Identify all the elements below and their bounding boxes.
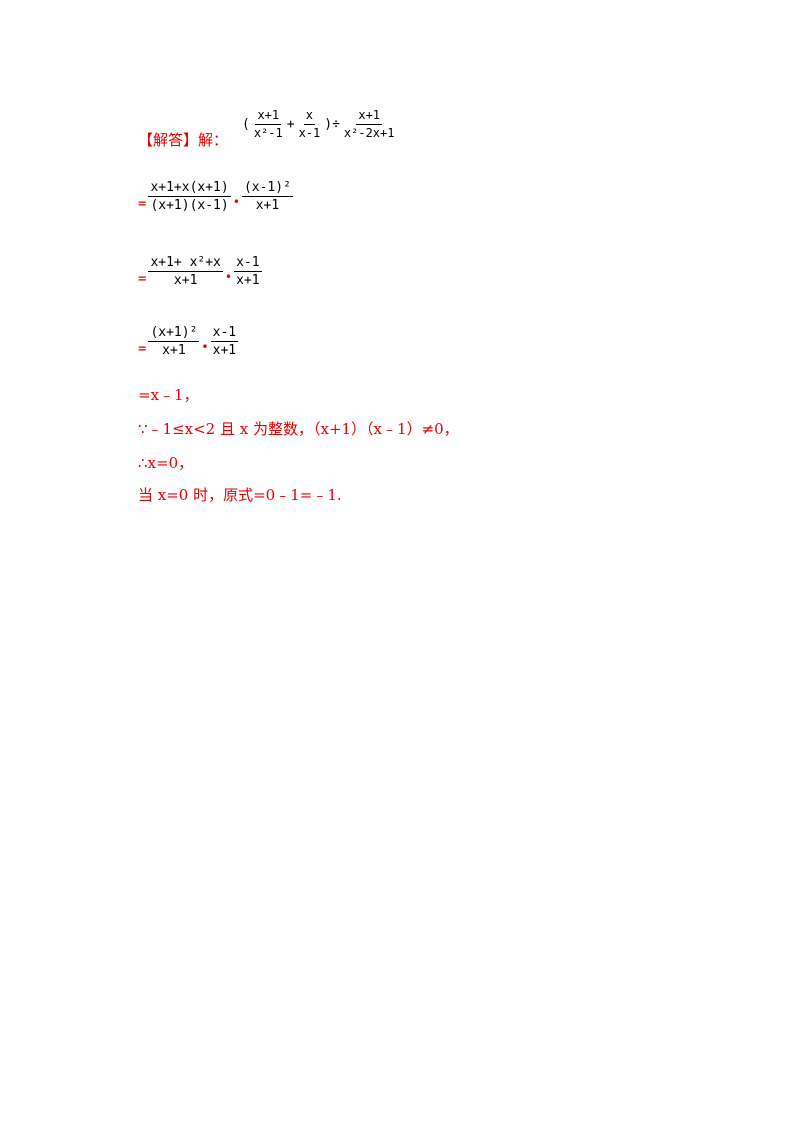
step-1-b-denominator: x+1 [255,198,280,213]
fraction-1-denominator: x²-1 [253,126,283,140]
step-2-multiply-dot: • [224,270,233,284]
step-1-a-denominator: (x+1)(x-1) [150,198,229,213]
step-1-multiply-dot: • [232,195,240,209]
fraction-3-denominator: x²-2x+1 [343,126,395,140]
step-2-b-numerator: x-1 [234,255,262,272]
step-1-b-numerator: (x-1)² [241,180,293,197]
step-3-multiply-dot: • [201,340,209,354]
step-3-b-denominator: x+1 [212,343,237,358]
step-1-a-numerator: x+1+x(x+1) [148,180,231,197]
fraction-3-numerator: x+1 [356,108,383,125]
therefore-line: ∴x=0， [138,454,194,472]
step-2-a-denominator: x+1 [173,273,198,288]
step-1-fraction-b: (x-1)² x+1 [241,180,293,213]
step-3-a-numerator: (x+1)² [148,325,200,342]
fraction-2: x x-1 [297,108,323,141]
step-2-b-denominator: x+1 [236,273,260,288]
fraction-2-denominator: x-1 [298,126,321,140]
step-3-equals: = [138,341,147,357]
right-paren-divide: )÷ [324,117,340,132]
step-2-fraction-b: x-1 x+1 [234,255,262,288]
step-1-equals: = [138,196,147,212]
step-2-fraction-a: x+1+ x²+x x+1 [148,255,223,288]
step-3-fraction-b: x-1 x+1 [210,325,239,358]
step-3-fraction-a: (x+1)² x+1 [148,325,200,358]
result-line: =x﹣1， [138,386,199,404]
step-2: = x+1+ x²+x x+1 • x-1 x+1 [138,255,262,288]
plus-sign: + [286,117,295,132]
step-2-equals: = [138,271,147,287]
step-3-a-denominator: x+1 [162,343,186,358]
left-paren: ( [242,117,250,132]
answer-label: 【解答】解： [138,131,229,149]
fraction-2-numerator: x [303,108,316,125]
step-1-fraction-a: x+1+x(x+1) (x+1)(x-1) [148,180,231,213]
problem-expression: ( x+1 x²-1 + x x-1 )÷ x+1 x²-2x+1 [240,108,396,141]
fraction-1-numerator: x+1 [255,108,282,125]
fraction-1: x+1 x²-1 [252,108,285,141]
step-3-b-numerator: x-1 [210,325,239,342]
evaluation-line: 当 x=0 时，原式=0﹣1=﹣1. [138,486,342,504]
fraction-3: x+1 x²-2x+1 [342,108,397,141]
step-1: = x+1+x(x+1) (x+1)(x-1) • (x-1)² x+1 [138,180,293,213]
step-3: = (x+1)² x+1 • x-1 x+1 [138,325,239,358]
step-2-a-numerator: x+1+ x²+x [148,255,223,272]
condition-line: ∵﹣1≤x<2 且 x 为整数，（x+1）（x﹣1）≠0， [138,420,459,438]
